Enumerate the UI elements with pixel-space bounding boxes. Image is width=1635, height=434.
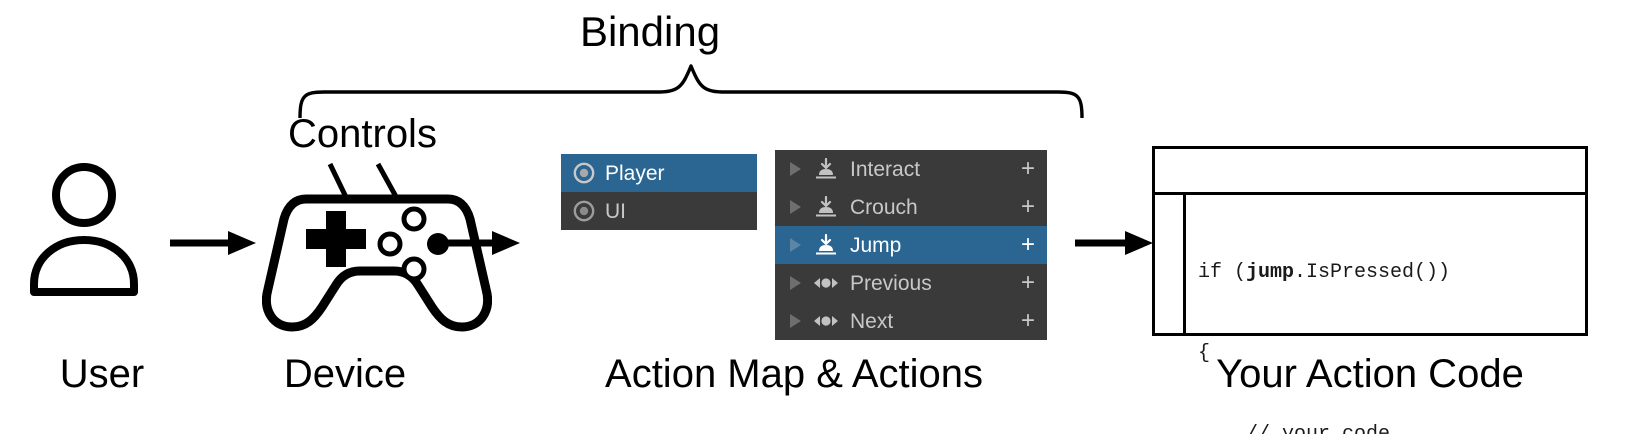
- caption-action-map: Action Map & Actions: [605, 352, 983, 396]
- action-map-icon: [573, 200, 595, 222]
- actions-panel[interactable]: Interact + Crouch + Jump: [775, 150, 1047, 340]
- chevron-right-icon[interactable]: [785, 197, 805, 217]
- add-binding-button[interactable]: +: [1020, 307, 1035, 334]
- arrow-right-icon: [432, 228, 522, 263]
- add-binding-button[interactable]: +: [1020, 155, 1035, 182]
- code-window-titlebar: [1155, 149, 1585, 195]
- code-line-prefix: {: [1198, 342, 1211, 365]
- action-row-crouch[interactable]: Crouch +: [775, 188, 1047, 226]
- arrow-right-icon: [170, 228, 258, 263]
- action-label: Interact: [850, 157, 921, 181]
- action-label: Next: [850, 309, 894, 333]
- button-action-icon: [816, 196, 836, 217]
- code-line-bold: jump: [1246, 261, 1295, 284]
- chevron-right-icon[interactable]: [785, 311, 805, 331]
- chevron-right-icon[interactable]: [785, 273, 805, 293]
- add-binding-button[interactable]: +: [1020, 231, 1035, 258]
- code-gutter: [1155, 195, 1186, 336]
- action-map-icon: [573, 162, 595, 184]
- curly-brace-icon: [296, 62, 1086, 123]
- add-binding-button[interactable]: +: [1020, 269, 1035, 296]
- action-label: Previous: [850, 271, 932, 295]
- code-text[interactable]: if (jump.IsPressed()) { // your code }: [1186, 195, 1585, 434]
- button-action-icon: [816, 234, 836, 255]
- gamepad-icon: [262, 185, 492, 340]
- caption-device: Device: [283, 352, 407, 396]
- controls-label: Controls: [288, 112, 437, 156]
- action-map-label: Player: [605, 161, 665, 185]
- person-icon: [28, 160, 176, 305]
- code-line-prefix: if (: [1198, 261, 1247, 284]
- axis-action-icon: [814, 278, 838, 288]
- action-row-previous[interactable]: Previous +: [775, 264, 1047, 302]
- code-line-suffix: .IsPressed()): [1294, 261, 1451, 284]
- action-map-label: UI: [605, 199, 626, 223]
- add-binding-button[interactable]: +: [1020, 193, 1035, 220]
- code-window-body: if (jump.IsPressed()) { // your code }: [1155, 195, 1585, 434]
- chevron-right-icon[interactable]: [785, 235, 805, 255]
- axis-action-icon: [814, 316, 838, 326]
- chevron-right-icon[interactable]: [785, 159, 805, 179]
- code-line: // your code: [1198, 421, 1585, 434]
- code-line: {: [1198, 340, 1585, 367]
- action-row-jump[interactable]: Jump +: [775, 226, 1047, 264]
- action-map-row-ui[interactable]: UI: [561, 192, 757, 230]
- code-window: if (jump.IsPressed()) { // your code }: [1152, 146, 1588, 434]
- action-row-next[interactable]: Next +: [775, 302, 1047, 340]
- action-label: Crouch: [850, 195, 918, 219]
- caption-your-action-code: Your Action Code: [1216, 352, 1524, 396]
- action-label: Jump: [850, 233, 902, 257]
- action-row-interact[interactable]: Interact +: [775, 150, 1047, 188]
- code-line-prefix: // your code: [1198, 423, 1390, 434]
- action-map-row-player[interactable]: Player: [561, 154, 757, 192]
- arrow-right-icon: [1075, 228, 1155, 263]
- caption-user: User: [59, 352, 145, 396]
- binding-title: Binding: [579, 8, 721, 55]
- action-map-panel[interactable]: Player UI: [561, 154, 757, 230]
- button-action-icon: [816, 158, 836, 179]
- code-line: if (jump.IsPressed()): [1198, 259, 1585, 286]
